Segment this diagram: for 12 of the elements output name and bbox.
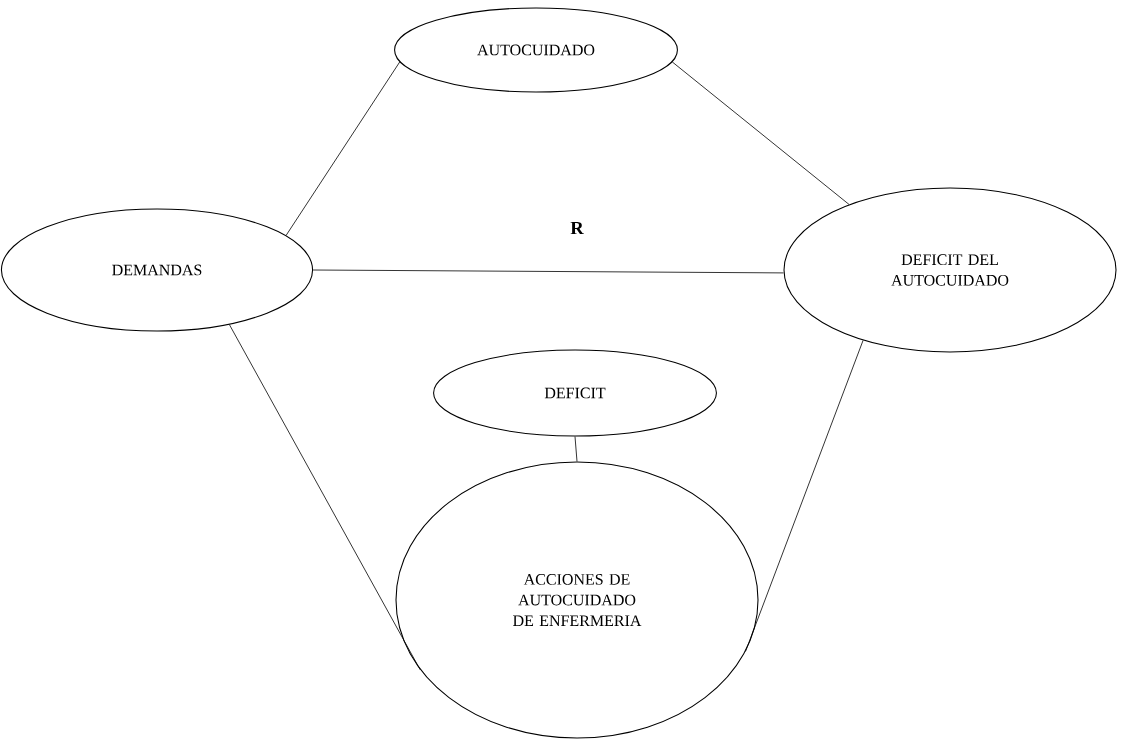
ellipse-node: DEFICIT xyxy=(433,349,717,437)
ellipse-node: DEMANDAS xyxy=(0,208,314,332)
connector-line xyxy=(574,436,578,462)
edge-label: R xyxy=(570,221,584,235)
ellipse-node: ACCIONES DE AUTOCUIDADO DE ENFERMERIA xyxy=(395,461,759,739)
connector-line xyxy=(671,61,850,205)
ellipse-node: DEFICIT DEL AUTOCUIDADO xyxy=(783,187,1117,353)
connector-line xyxy=(745,340,864,652)
ellipse-node: AUTOCUIDADO xyxy=(394,7,678,93)
connector-line xyxy=(228,324,421,671)
connector-line xyxy=(312,269,784,274)
connector-line xyxy=(285,61,401,236)
